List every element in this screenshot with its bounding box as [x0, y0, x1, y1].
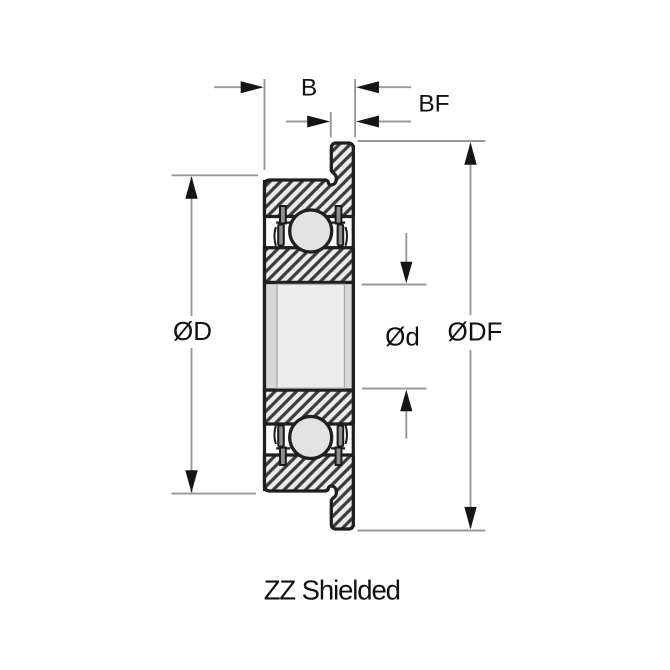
svg-text:Ød: Ød	[385, 322, 420, 352]
svg-text:ØDF: ØDF	[448, 317, 503, 347]
svg-text:ZZ Shielded: ZZ Shielded	[264, 575, 400, 606]
svg-text:BF: BF	[418, 91, 449, 118]
svg-text:B: B	[301, 74, 317, 101]
svg-text:ØD: ØD	[173, 316, 212, 346]
